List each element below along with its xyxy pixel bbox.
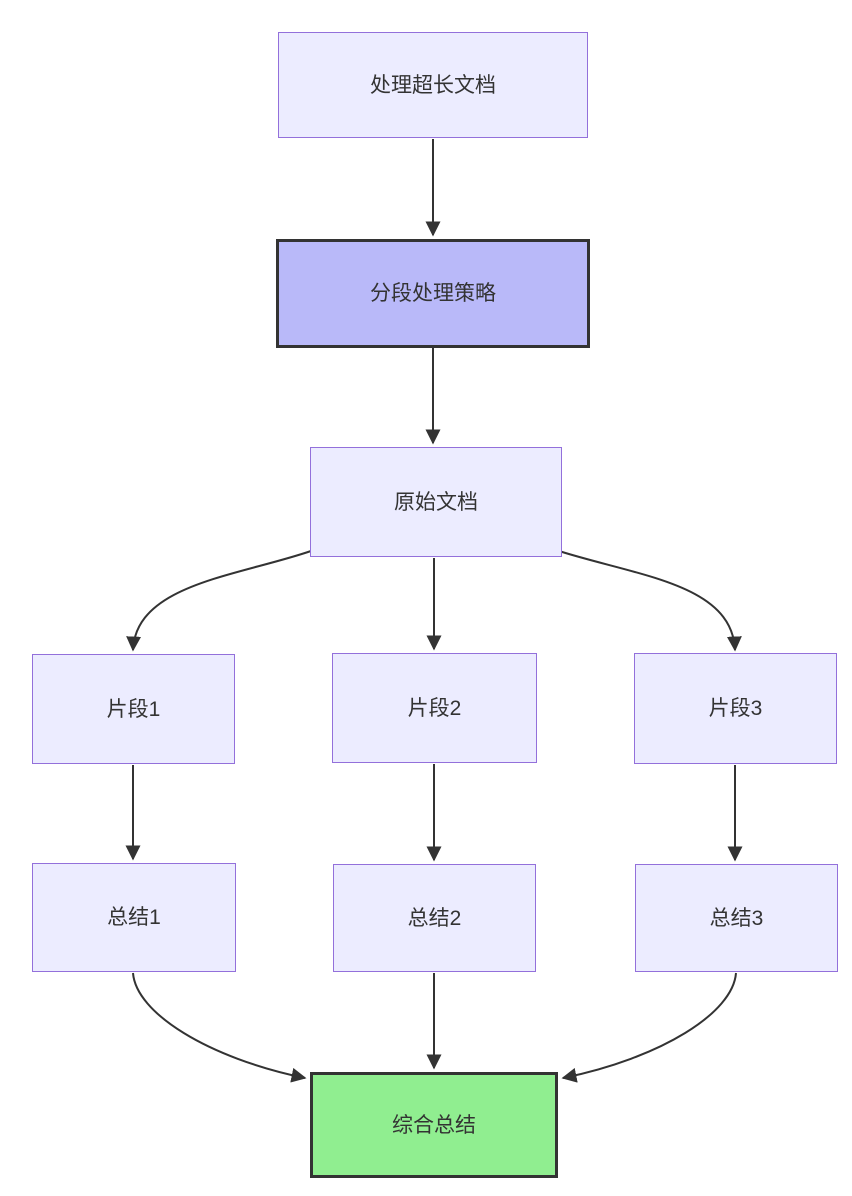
- node-original-doc-label: 原始文档: [394, 490, 478, 514]
- node-combined-summary: 综合总结: [310, 1072, 558, 1178]
- node-fragment-2: 片段2: [332, 653, 537, 763]
- node-summary-1-label: 总结1: [107, 906, 161, 929]
- node-fragment-1: 片段1: [32, 654, 235, 764]
- node-summary-3-label: 总结3: [709, 906, 764, 930]
- node-segmentation-strategy-label: 分段处理策略: [370, 282, 496, 305]
- node-fragment-2-label: 片段2: [407, 696, 462, 720]
- node-original-doc: 原始文档: [310, 447, 562, 557]
- node-summary-2-label: 总结2: [407, 906, 462, 930]
- node-summary-1: 总结1: [32, 863, 236, 972]
- node-process-long-doc: 处理超长文档: [278, 32, 588, 138]
- edge-summary-3-to-combined: [561, 972, 737, 1083]
- node-fragment-1-label: 片段1: [106, 697, 161, 721]
- node-process-long-doc-label: 处理超长文档: [370, 73, 496, 97]
- node-fragment-3-label: 片段3: [708, 697, 763, 720]
- node-segmentation-strategy: 分段处理策略: [276, 239, 590, 348]
- node-summary-3: 总结3: [635, 864, 838, 972]
- node-fragment-3: 片段3: [634, 653, 837, 764]
- node-summary-2: 总结2: [333, 864, 536, 972]
- edge-original-to-fragment-3: [558, 550, 742, 652]
- edge-original-to-fragment-1: [126, 550, 312, 652]
- edge-summary-1-to-combined: [132, 972, 307, 1083]
- node-combined-summary-label: 综合总结: [392, 1113, 476, 1137]
